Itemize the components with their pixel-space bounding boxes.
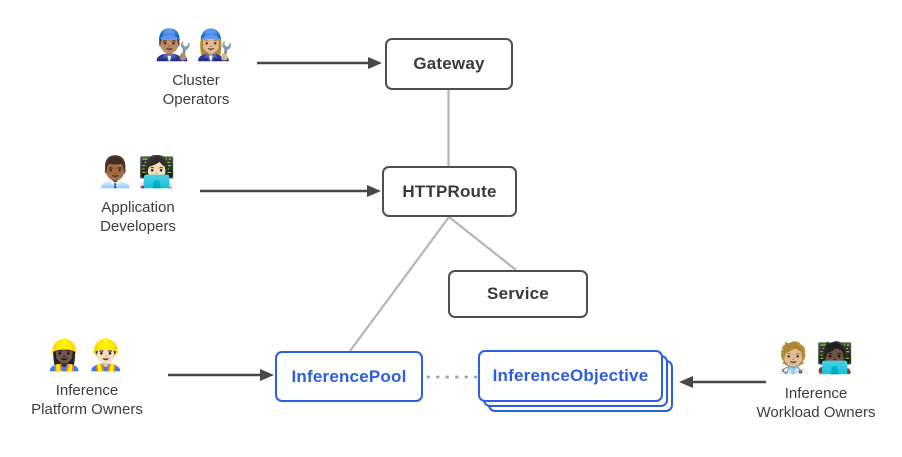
edge-httproute-inferencepool	[349, 216, 450, 352]
man-construction-worker-icon: 👷🏻‍♂️	[87, 339, 129, 372]
actor-label-line1: Application	[101, 199, 175, 216]
edge-httproute-service	[448, 216, 517, 271]
actor-label-line1: Inference	[784, 385, 848, 402]
actor-label-line2: Developers	[100, 218, 176, 235]
actor-label-line1: Inference	[55, 382, 119, 399]
technologist-icon: 🧑🏿‍💻	[816, 342, 858, 375]
actor-label-line1: Cluster	[172, 72, 220, 89]
node-gateway: Gateway	[385, 38, 513, 90]
node-inferencepool: InferencePool	[275, 351, 423, 402]
actor-label-line2: Workload Owners	[756, 404, 876, 421]
node-service: Service	[448, 270, 588, 318]
actor-label-line2: Platform Owners	[31, 401, 143, 418]
man-office-worker-icon: 👨🏾‍💼	[96, 156, 138, 189]
actor-icons: 👨🏽‍🔧👩🏼‍🔧	[155, 26, 238, 68]
woman-technologist-icon: 👩🏻‍💻	[138, 156, 180, 189]
actor-label-line2: Operators	[162, 91, 230, 108]
node-httproute: HTTPRoute	[382, 166, 517, 217]
actor-icons: 👷🏿‍♀️👷🏻‍♂️	[46, 336, 129, 378]
node-inferenceobjective: InferenceObjective	[478, 350, 663, 402]
health-worker-icon: 🧑🏼‍⚕️	[774, 342, 816, 375]
man-mechanic-icon: 👨🏽‍🔧	[154, 29, 196, 62]
actor-icons: 👨🏾‍💼👩🏻‍💻	[97, 153, 180, 195]
actor-icons: 🧑🏼‍⚕️🧑🏿‍💻	[775, 339, 858, 381]
woman-construction-worker-icon: 👷🏿‍♀️	[45, 339, 87, 372]
woman-mechanic-icon: 👩🏼‍🔧	[196, 29, 238, 62]
node-inferenceobjective-stack: InferenceObjective	[478, 350, 673, 412]
